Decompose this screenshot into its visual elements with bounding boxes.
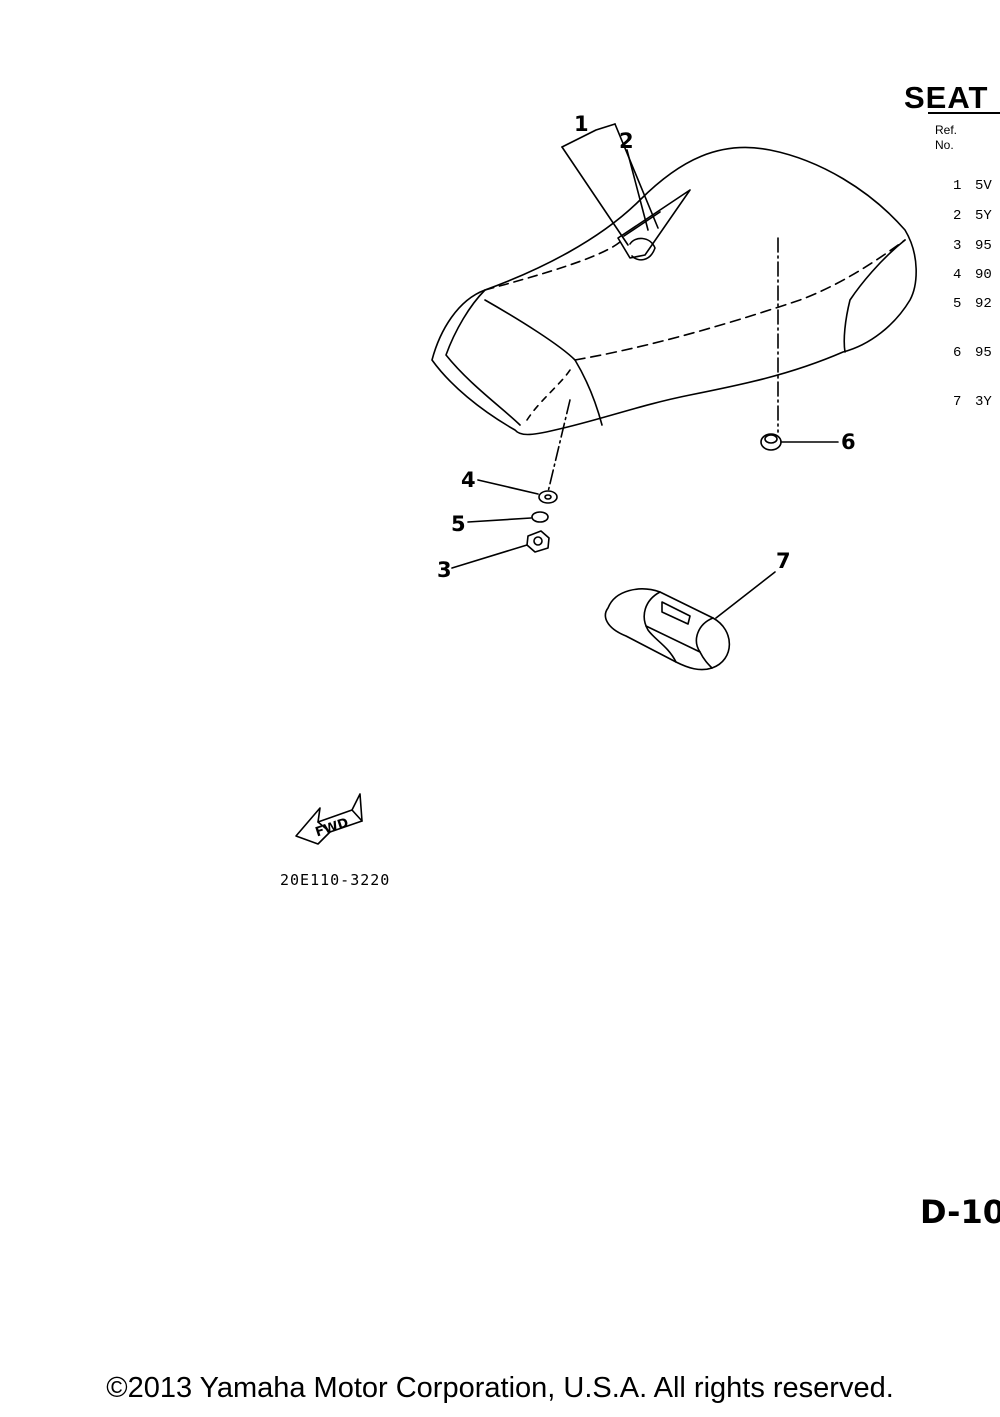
part-code: 90 xyxy=(975,267,992,283)
part-ref: 6 xyxy=(953,345,962,361)
part-ref: 2 xyxy=(953,208,962,224)
seat-front-panel xyxy=(445,289,521,426)
parts-list-row: 7 3Y xyxy=(953,394,992,410)
drawing-code: 20E110-3220 xyxy=(280,871,391,889)
callout-3: 3 xyxy=(437,558,452,582)
part-code: 5Y xyxy=(975,208,992,224)
part-ref: 3 xyxy=(953,238,962,254)
callout-2: 2 xyxy=(619,129,634,153)
part-code: 95 xyxy=(975,238,992,254)
lock-washer-part-5 xyxy=(531,511,549,523)
part-ref: 1 xyxy=(953,178,962,194)
callout-1-leader xyxy=(561,123,616,148)
parts-list-row: 1 5V xyxy=(953,178,992,194)
nut-part-3 xyxy=(526,530,550,553)
callout-4-leader xyxy=(477,479,539,495)
ref-no-header: Ref. No. xyxy=(935,123,957,153)
forward-direction-arrow xyxy=(295,793,363,845)
callout-5: 5 xyxy=(451,512,466,536)
part-code: 95 xyxy=(975,345,992,361)
part-code: 5V xyxy=(975,178,992,194)
parts-list-row: 5 92 xyxy=(953,296,992,312)
part-code: 92 xyxy=(975,296,992,312)
title-underline xyxy=(928,112,1000,114)
callout-1: 1 xyxy=(574,112,589,136)
parts-list-row: 6 95 xyxy=(953,345,992,361)
seat-rear-panel xyxy=(843,239,906,353)
part-ref: 5 xyxy=(953,296,962,312)
parts-list-row: 2 5Y xyxy=(953,208,992,224)
ref-header-line2: No. xyxy=(935,138,954,152)
callout-6: 6 xyxy=(841,430,856,454)
callout-5-leader xyxy=(467,517,532,523)
ref-header-line1: Ref. xyxy=(935,123,958,137)
callout-3-leader xyxy=(451,544,528,569)
washer-part-4 xyxy=(538,490,558,504)
seat-body xyxy=(431,146,917,436)
part-code: 3Y xyxy=(975,394,992,410)
part-ref: 4 xyxy=(953,267,962,283)
callout-7-leader xyxy=(715,571,776,619)
callout-4: 4 xyxy=(461,468,476,492)
seat-hinge-bracket xyxy=(617,189,691,259)
copyright-notice: ©2013 Yamaha Motor Corporation, U.S.A. A… xyxy=(106,1372,894,1404)
parts-list-row: 4 90 xyxy=(953,267,992,283)
callout-7: 7 xyxy=(776,549,791,573)
callout-2-leader xyxy=(626,149,649,231)
page-number: D-10 xyxy=(920,1193,1000,1231)
section-title: SEAT xyxy=(904,80,989,115)
part-ref: 7 xyxy=(953,394,962,410)
tool-bag-part-7 xyxy=(604,588,731,671)
parts-list-row: 3 95 xyxy=(953,238,992,254)
grommet-part-6 xyxy=(760,433,782,451)
